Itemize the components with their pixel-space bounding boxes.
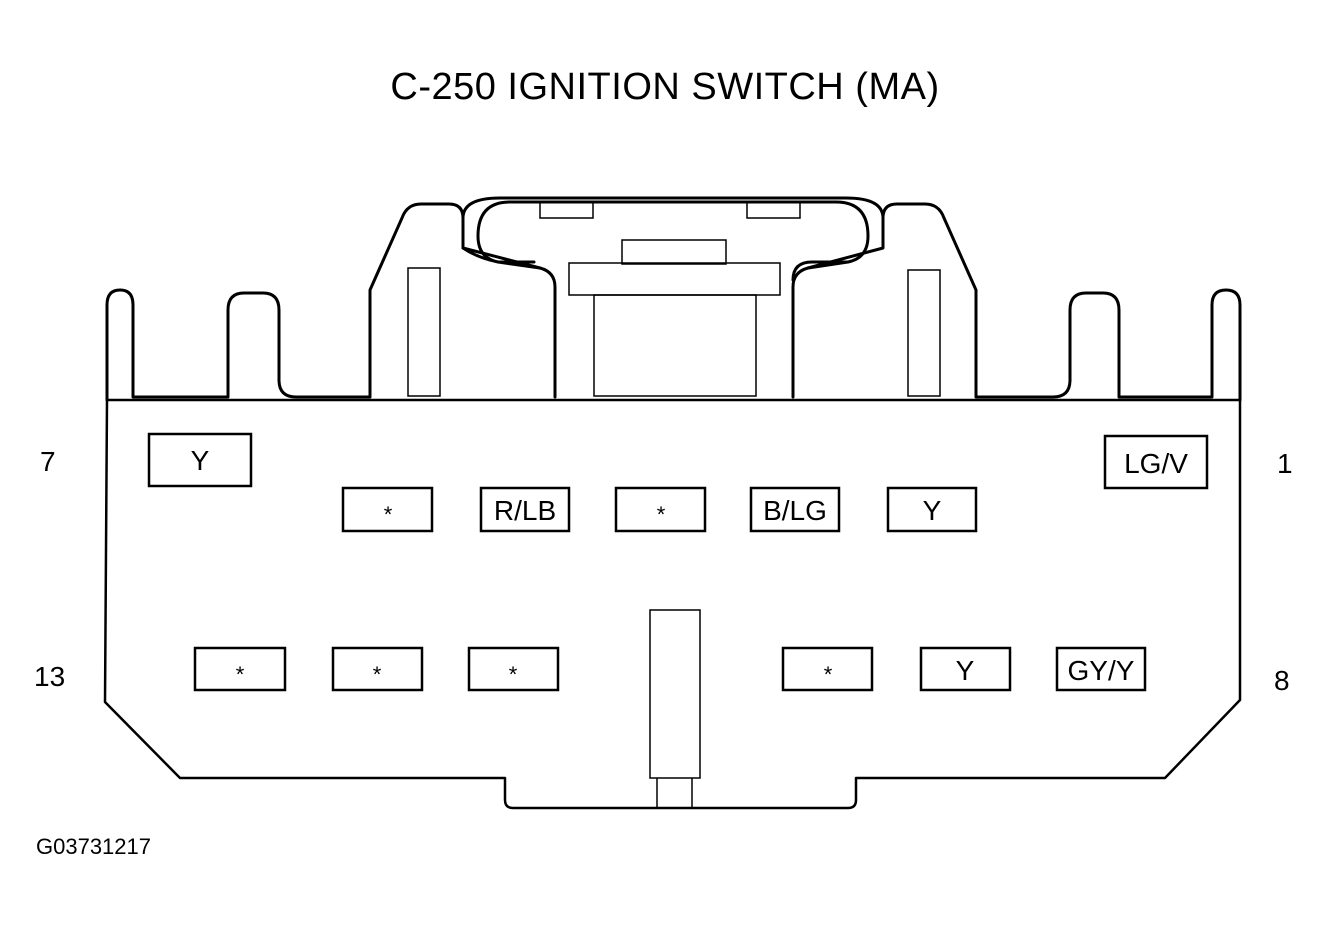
wire-label-1: LG/V — [1124, 448, 1188, 479]
pin-number-13: 13 — [34, 661, 66, 692]
terminal-2 — [886, 486, 978, 533]
wire-label-13: * — [236, 662, 245, 687]
lock-tab-body — [593, 294, 757, 397]
guide-slot-right — [907, 269, 941, 397]
lock-tab-top — [621, 239, 727, 265]
wire-label-9: Y — [956, 655, 975, 686]
wire-label-4: * — [657, 502, 666, 527]
wire-label-2: Y — [923, 495, 942, 526]
wire-label-5: R/LB — [494, 495, 556, 526]
terminal-8 — [1055, 646, 1147, 692]
pin-number-1: 1 — [1277, 448, 1293, 479]
wire-label-6: * — [384, 502, 393, 527]
pin-number-8: 8 — [1274, 665, 1290, 696]
terminal-10 — [781, 646, 874, 692]
terminal-5 — [479, 486, 571, 533]
terminal-3 — [749, 486, 841, 533]
connector-body-outline — [103, 398, 1242, 810]
terminal-13 — [193, 646, 287, 692]
pin-number-7: 7 — [40, 446, 56, 477]
lock-tab-bar — [568, 262, 781, 296]
terminal-9 — [919, 646, 1012, 692]
terminal-4 — [614, 486, 707, 533]
terminal-11 — [467, 646, 560, 692]
latch-notch-left — [539, 201, 594, 219]
wire-label-12: * — [373, 662, 382, 687]
terminal-12 — [331, 646, 424, 692]
figure-id: G03731217 — [36, 834, 151, 859]
top-row-terminals — [147, 432, 1209, 533]
latch-notch-right — [746, 201, 801, 219]
terminal-1 — [1103, 434, 1209, 490]
wire-label-11: * — [509, 662, 518, 687]
connector-top-profile — [105, 202, 557, 402]
wire-label-3: B/LG — [763, 495, 827, 526]
diagram-title: C-250 IGNITION SWITCH (MA) — [390, 66, 940, 108]
wire-label-7: Y — [191, 445, 210, 476]
wire-label-8: GY/Y — [1068, 655, 1135, 686]
terminal-7 — [147, 432, 253, 488]
terminal-6 — [341, 486, 434, 533]
wire-label-10: * — [824, 662, 833, 687]
bottom-row-terminals — [193, 646, 1147, 692]
guide-slot-left — [407, 267, 441, 397]
keying-rib — [649, 609, 701, 779]
